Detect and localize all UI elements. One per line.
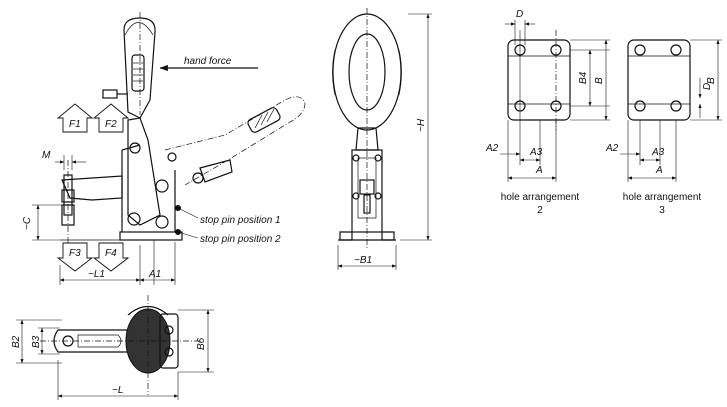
dim-c: ~C (22, 216, 33, 230)
top-view (16, 295, 214, 400)
dim-a-arr3: A (655, 165, 663, 176)
stop-pin-2-label: stop pin position 2 (200, 234, 281, 245)
hole-arrangement-2-title: hole arrangement (501, 192, 580, 203)
dim-l1: ~L1 (88, 269, 105, 280)
dim-d-arr3: D (702, 83, 713, 90)
dim-a2-arr2: A2 (485, 143, 499, 154)
front-view (332, 8, 432, 270)
dim-b6: B6 (196, 337, 207, 350)
dim-a3-arr2: A3 (529, 147, 543, 158)
dim-l: ~L (112, 385, 123, 396)
side-view (60, 12, 306, 285)
force-arrows (56, 103, 130, 272)
side-view-dimensions (32, 155, 176, 285)
hole-arrangement-3-number: 3 (659, 205, 665, 216)
dim-a-arr2: A (535, 165, 543, 176)
dim-b2: B2 (11, 335, 22, 348)
dim-b-arr2: B (594, 77, 605, 84)
hole-arrangement-3 (620, 39, 722, 182)
dim-d-arr2: D (516, 9, 523, 20)
dim-b1: ~B1 (354, 255, 372, 266)
hole-arrangement-2 (500, 20, 610, 182)
force-f4-label: F4 (105, 248, 117, 259)
force-f2-label: F2 (105, 119, 117, 130)
force-f3-label: F3 (69, 248, 81, 259)
force-f1-label: F1 (69, 119, 81, 130)
stop-pin-1-label: stop pin position 1 (200, 215, 281, 226)
dim-a2-arr3: A2 (605, 143, 619, 154)
dim-b4-arr2: B4 (578, 71, 589, 84)
dim-a3-arr3: A3 (651, 147, 665, 158)
dim-b-arr3: B (706, 77, 717, 84)
dim-a1: A1 (148, 269, 161, 280)
dim-h: ~H (416, 118, 427, 132)
dim-b3: B3 (31, 335, 42, 348)
hand-force-label: hand force (184, 56, 232, 67)
hole-arrangement-3-title: hole arrangement (623, 192, 702, 203)
hole-arrangement-2-number: 2 (537, 205, 543, 216)
dim-m: M (42, 150, 51, 161)
